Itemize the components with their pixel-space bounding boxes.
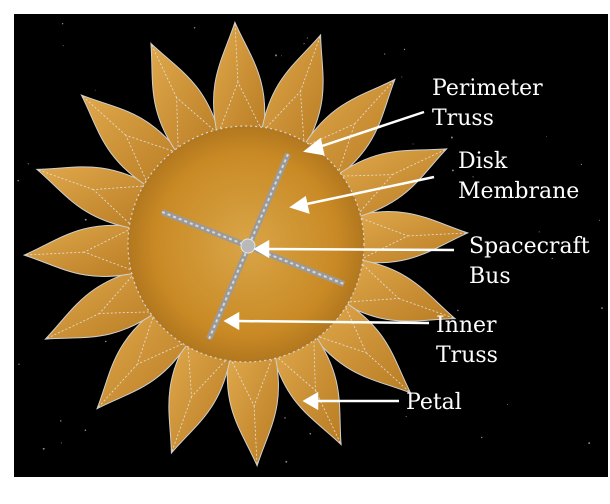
star <box>309 433 311 435</box>
star <box>452 169 454 171</box>
petal <box>24 225 137 276</box>
star <box>413 144 414 145</box>
star <box>275 54 277 56</box>
star <box>303 43 304 44</box>
star <box>285 461 287 463</box>
star <box>17 180 19 182</box>
star <box>194 27 196 29</box>
star <box>401 76 402 77</box>
star <box>601 307 603 309</box>
petal <box>227 352 278 465</box>
star <box>28 163 29 164</box>
star <box>451 137 453 139</box>
star <box>18 364 19 365</box>
star <box>507 404 508 405</box>
star <box>60 420 62 422</box>
label-petal: Petal <box>406 388 462 418</box>
star <box>581 164 582 165</box>
star <box>546 136 547 137</box>
star <box>85 219 87 221</box>
star <box>384 53 385 54</box>
star <box>281 55 282 56</box>
star <box>307 38 308 39</box>
petal <box>213 22 264 135</box>
star <box>599 220 600 221</box>
spacecraft-bus <box>241 239 255 253</box>
star <box>481 437 482 438</box>
star <box>43 448 45 450</box>
star <box>61 442 62 443</box>
star <box>105 341 107 343</box>
star <box>284 417 286 419</box>
petal <box>354 211 467 262</box>
star <box>588 442 590 444</box>
star <box>404 49 405 50</box>
star <box>95 90 96 91</box>
star <box>62 23 63 24</box>
star <box>63 45 64 46</box>
star <box>85 429 87 431</box>
